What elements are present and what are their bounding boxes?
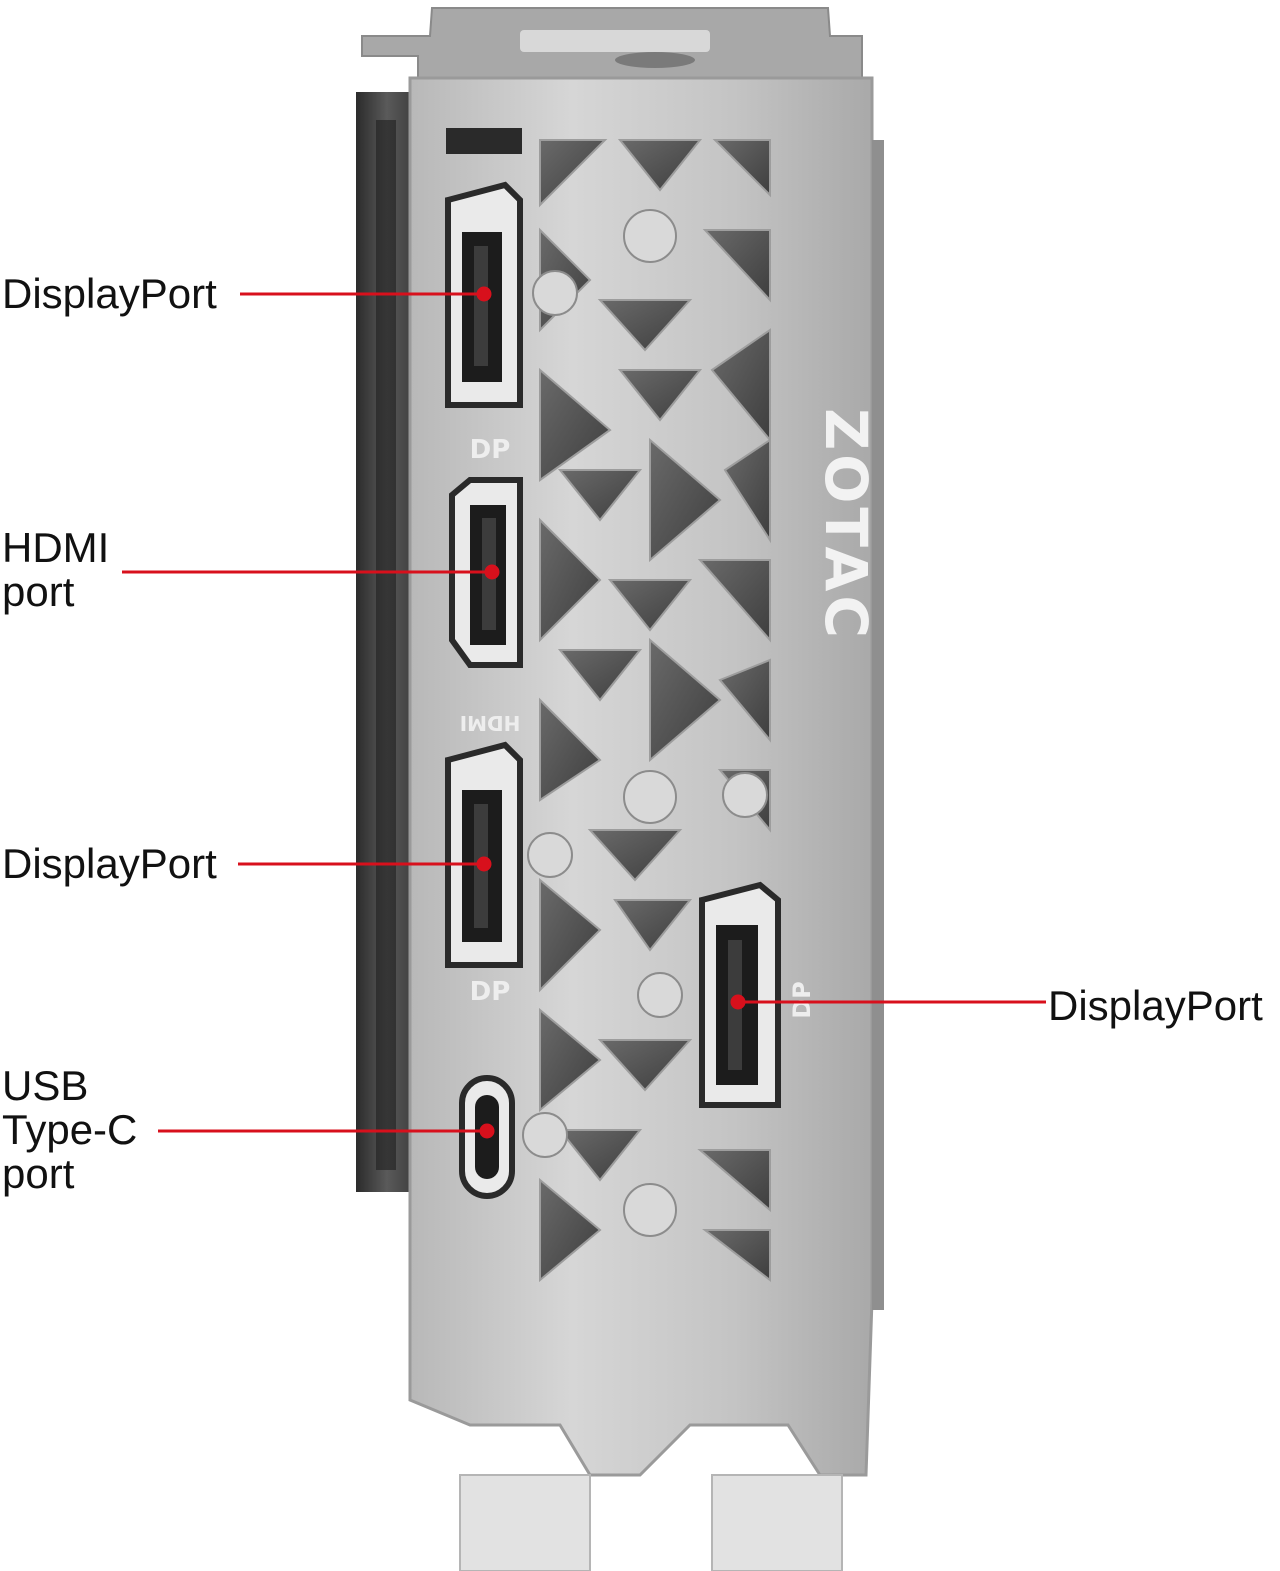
- leader-dot-hdmi: [484, 564, 500, 580]
- leader-dot-dp-middle: [476, 856, 492, 872]
- displayport-top-connector: [445, 181, 523, 408]
- dp-top-engraving: DP: [470, 435, 511, 465]
- displayport-middle-connector: [445, 741, 523, 968]
- callout-hdmi-port: HDMI port: [2, 524, 110, 615]
- hdmi-engraving: HDMI: [460, 711, 521, 735]
- callout-displayport-right: DisplayPort: [1048, 982, 1263, 1029]
- mounting-tab: [361, 7, 863, 79]
- dp-middle-engraving: DP: [470, 977, 511, 1007]
- leader-dot-usbc: [479, 1123, 495, 1139]
- leader-dot-dp-right: [730, 994, 746, 1010]
- leader-dot-dp-top: [476, 286, 492, 302]
- heatsink: [356, 92, 418, 1192]
- screws: [522, 209, 768, 1237]
- callout-displayport-middle: DisplayPort: [2, 840, 217, 887]
- zotac-logo: ZOTAC: [812, 408, 880, 642]
- leader-lines: [122, 286, 1046, 1139]
- callout-usb-type-c-port: USB Type-C port: [2, 1062, 138, 1197]
- callout-displayport-top: DisplayPort: [2, 270, 217, 317]
- dp-right-engraving: DP: [788, 981, 816, 1019]
